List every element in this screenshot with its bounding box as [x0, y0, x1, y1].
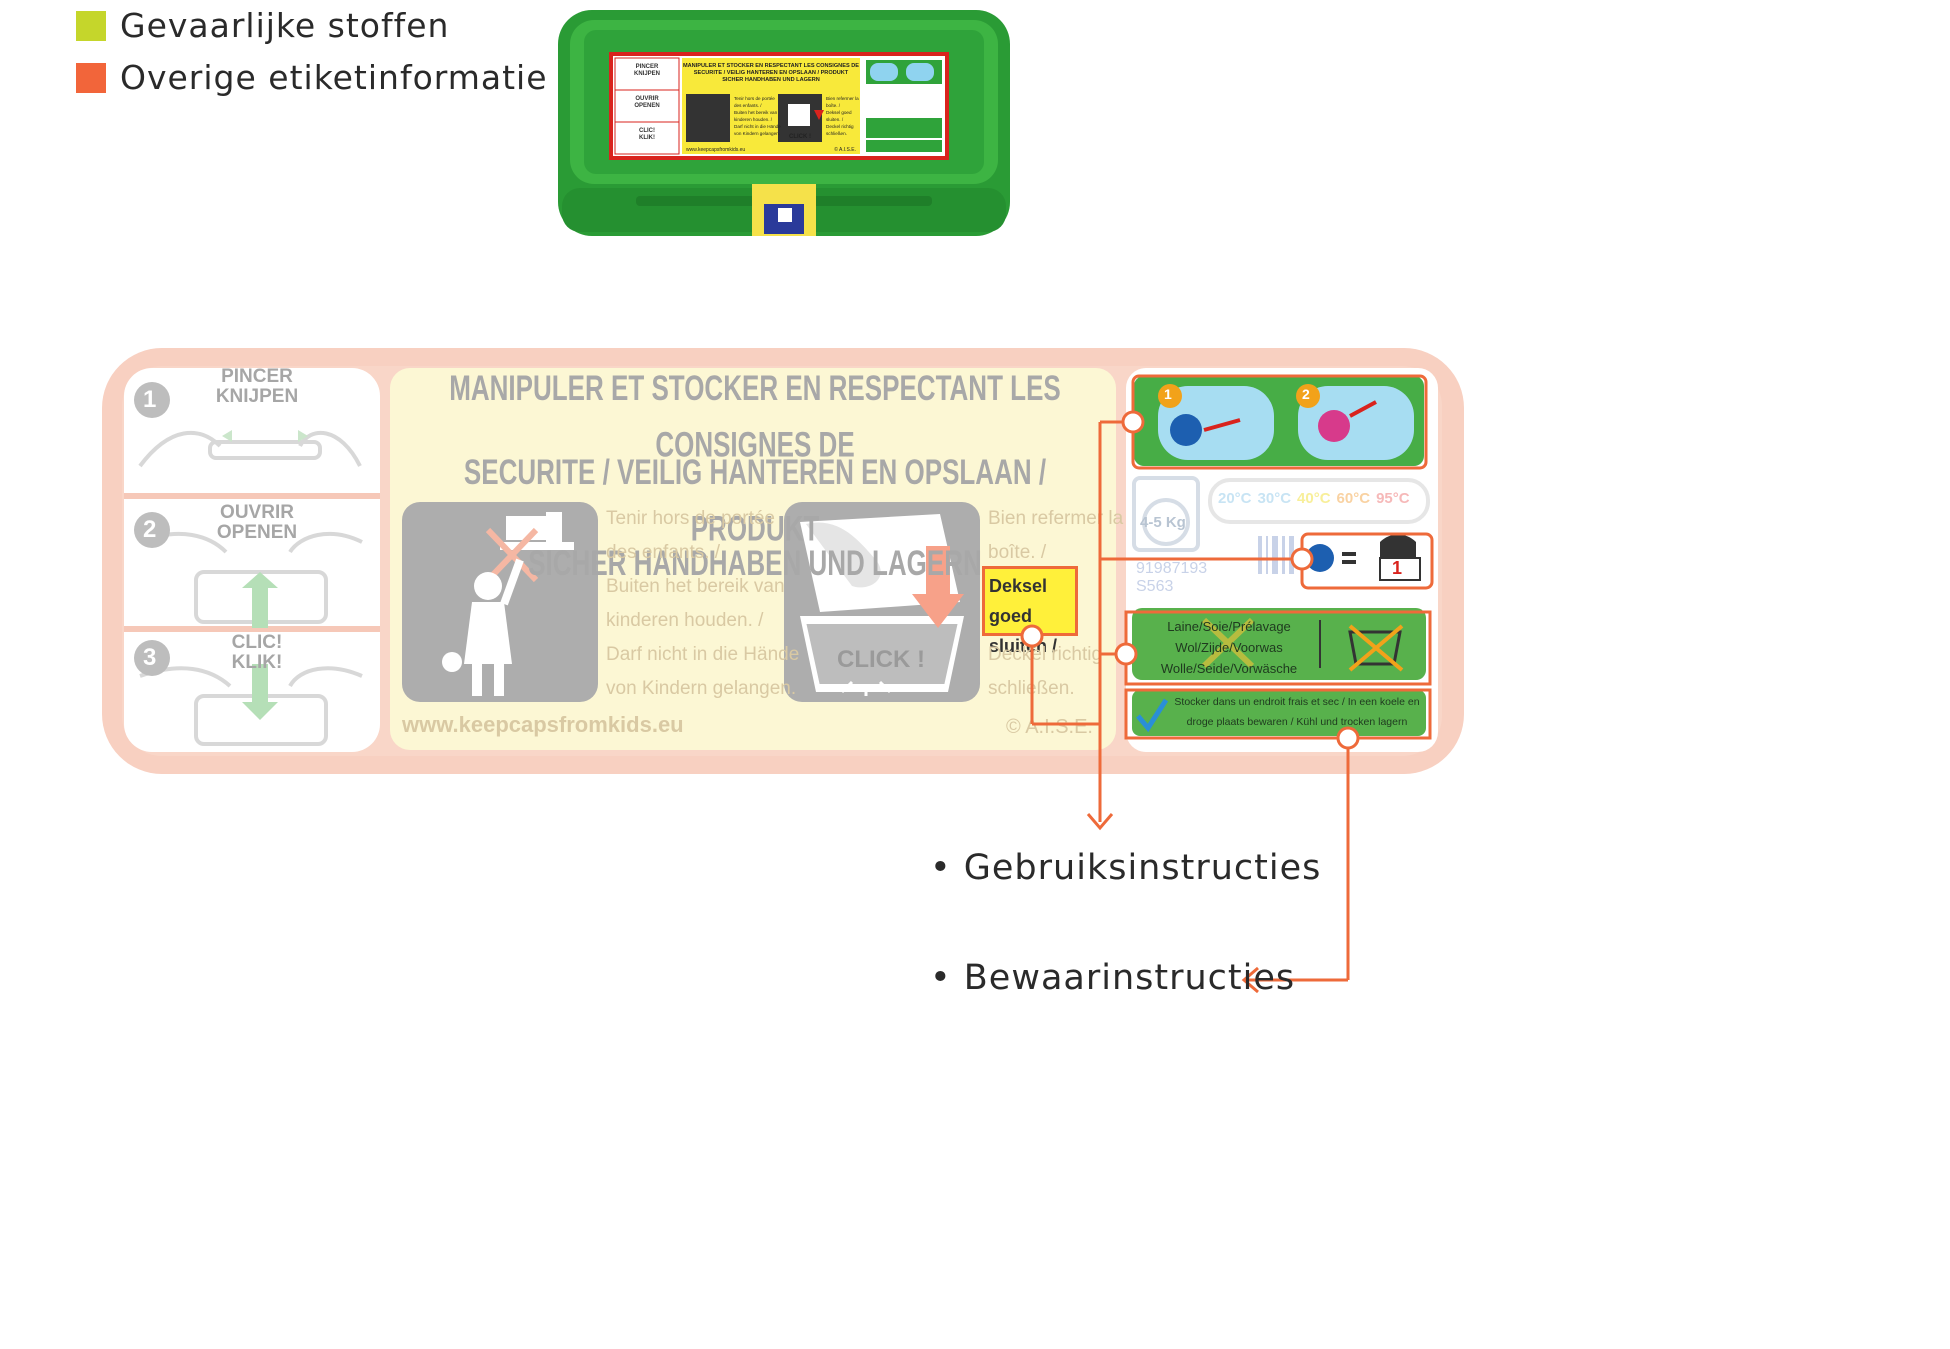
svg-text:des enfants. /: des enfants. /	[734, 103, 762, 108]
child-safety-line: kinderen houden. /	[606, 610, 764, 631]
step-3-number: 3	[143, 644, 157, 671]
label-title-line-1: MANIPULER ET STOCKER EN RESPECTANT LES C…	[449, 367, 1061, 465]
highlight-line-1: Deksel goed	[989, 576, 1048, 626]
product-code-2: S563	[1136, 578, 1174, 595]
close-lid-line: Deckel richtig	[988, 644, 1103, 665]
svg-text:Tenir hors de portée: Tenir hors de portée	[734, 96, 775, 101]
svg-text:KNIJPEN: KNIJPEN	[634, 71, 660, 77]
callout-usage-label: Gebruiksinstructies	[963, 848, 1322, 888]
load-capacity: 4-5 Kg	[1140, 514, 1186, 531]
product-code-1: 91987193	[1136, 560, 1208, 577]
dose-number-2: 2	[1302, 386, 1310, 402]
temperature-20: 20°C	[1218, 490, 1252, 507]
label-title: MANIPULER ET STOCKER EN RESPECTANT LES C…	[398, 367, 1112, 584]
temperature-row: 20°C 30°C 40°C 60°C 95°C	[1218, 490, 1410, 507]
legend-item-hazardous: Gevaarlijke stoffen	[76, 6, 449, 45]
close-lid-text-bottom: Deckel richtig schließen.	[988, 638, 1102, 706]
bullet-dot: •	[930, 848, 964, 888]
highlight-box-deksel: Deksel goed sluiten /	[982, 566, 1078, 656]
svg-text:OUVRIR: OUVRIR	[635, 96, 659, 102]
step-1-label-nl: KNIJPEN	[215, 386, 299, 407]
svg-text:MANIPULER ET STOCKER EN RESPEC: MANIPULER ET STOCKER EN RESPECTANT LES C…	[683, 63, 859, 69]
product-box: PINCER KNIJPEN OUVRIR OPENEN CLIC! KLIK!…	[556, 8, 1012, 238]
svg-text:CLIC!: CLIC!	[639, 128, 655, 134]
step-1-number: 1	[143, 386, 157, 413]
child-safety-line: Darf nicht in die Hände	[606, 644, 800, 665]
aise-mark: © A.I.S.E.	[1006, 716, 1093, 738]
callout-storage-instructions: • Bewaarinstructies	[930, 958, 1295, 998]
legend-label-other-info: Overige etiketinformatie	[120, 58, 548, 97]
fabric-warning-text: Laine/Soie/Prélavage Wol/Zijde/Voorwas W…	[1144, 616, 1314, 679]
legend-swatch-green	[76, 10, 106, 41]
svg-text:Darf nicht in die Hände: Darf nicht in die Hände	[734, 124, 781, 129]
svg-text:von Kindern gelangen.: von Kindern gelangen.	[734, 131, 780, 136]
svg-text:Deksel goed: Deksel goed	[826, 110, 852, 115]
legend-swatch-orange	[76, 62, 106, 93]
temperature-40: 40°C	[1297, 490, 1331, 507]
svg-text:PINCER: PINCER	[636, 64, 659, 70]
close-lid-line: schließen.	[988, 678, 1075, 699]
svg-text:boîte. /: boîte. /	[826, 103, 841, 108]
storage-line: droge plaats bewaren / Kühl und trocken …	[1186, 716, 1408, 728]
svg-text:OPENEN: OPENEN	[634, 103, 659, 109]
step-2-label-nl: OPENEN	[216, 522, 298, 543]
step-3-label-fr: CLIC!	[231, 632, 283, 653]
step-2-number: 2	[143, 516, 157, 543]
svg-text:Deckel richtig: Deckel richtig	[826, 124, 854, 129]
child-safety-line: von Kindern gelangen.	[606, 678, 797, 699]
svg-text:kinderen houden. /: kinderen houden. /	[734, 117, 773, 122]
child-safety-line: Tenir hors de portée	[606, 508, 775, 529]
fabric-line: Wol/Zijde/Voorwas	[1175, 640, 1283, 655]
svg-text:KLIK!: KLIK!	[639, 135, 655, 141]
close-lid-line: boîte. /	[988, 542, 1047, 563]
callout-storage-label: Bewaarinstructies	[963, 958, 1296, 998]
legend-item-other-info: Overige etiketinformatie	[76, 58, 548, 97]
temperature-60: 60°C	[1336, 490, 1371, 507]
svg-text:SICHER HANDHABEN UND LAGERN: SICHER HANDHABEN UND LAGERN	[722, 77, 820, 83]
click-text: CLICK !	[837, 646, 925, 673]
website-url: www.keepcapsfromkids.eu	[402, 712, 684, 737]
step-2-label-fr: OUVRIR	[220, 502, 294, 523]
child-safety-line: Buiten het bereik van	[606, 576, 785, 597]
dose-number-1: 1	[1164, 386, 1172, 402]
storage-text: Stocker dans un endroit frais et sec / I…	[1172, 692, 1422, 732]
step-1-label-fr: PINCER	[221, 366, 293, 387]
legend-label-hazardous: Gevaarlijke stoffen	[120, 6, 450, 45]
bullet-dot: •	[930, 958, 964, 998]
equals-count: 1	[1392, 558, 1403, 578]
child-safety-line: des enfants. /	[606, 542, 721, 563]
temperature-95: 95°C	[1376, 490, 1410, 507]
child-safety-text: Tenir hors de portée des enfants. / Buit…	[606, 502, 799, 706]
close-lid-line: Bien refermer la	[988, 508, 1124, 529]
fabric-line: Laine/Soie/Prélavage	[1167, 619, 1291, 634]
enlarged-label: 1 2 3 PINCER KNIJPEN OUVRIR OPENEN CLIC!…	[100, 346, 1466, 776]
temperature-30: 30°C	[1257, 490, 1292, 507]
fabric-line: Wolle/Seide/Vorwäsche	[1160, 661, 1298, 676]
svg-text:SECURITE / VEILIG HANTEREN EN: SECURITE / VEILIG HANTEREN EN OPSLAAN / …	[694, 70, 849, 76]
svg-text:schließen.: schließen.	[826, 131, 847, 136]
product-box-drawing: PINCER KNIJPEN OUVRIR OPENEN CLIC! KLIK!…	[558, 10, 1010, 236]
svg-text:Buiten het bereik van: Buiten het bereik van	[734, 110, 778, 115]
label-title-line-2: SECURITE / VEILIG HANTEREN EN OPSLAAN / …	[463, 451, 1047, 549]
svg-text:CLICK !: CLICK !	[789, 134, 811, 140]
step-3-label-nl: KLIK!	[231, 652, 283, 673]
label-title-line-3: SICHER HANDHABEN UND LAGERN	[528, 542, 982, 584]
svg-text:www.keepcapsfromkids.eu: www.keepcapsfromkids.eu	[686, 147, 745, 153]
svg-text:sluiten. /: sluiten. /	[826, 117, 844, 122]
close-lid-text-top: Bien refermer la boîte. /	[988, 502, 1123, 570]
svg-text:© A.I.S.E.: © A.I.S.E.	[834, 146, 856, 153]
callout-usage-instructions: • Gebruiksinstructies	[930, 848, 1321, 888]
storage-line: Stocker dans un endroit frais et sec / I…	[1174, 696, 1420, 708]
svg-text:Bien refermer la: Bien refermer la	[826, 96, 859, 101]
